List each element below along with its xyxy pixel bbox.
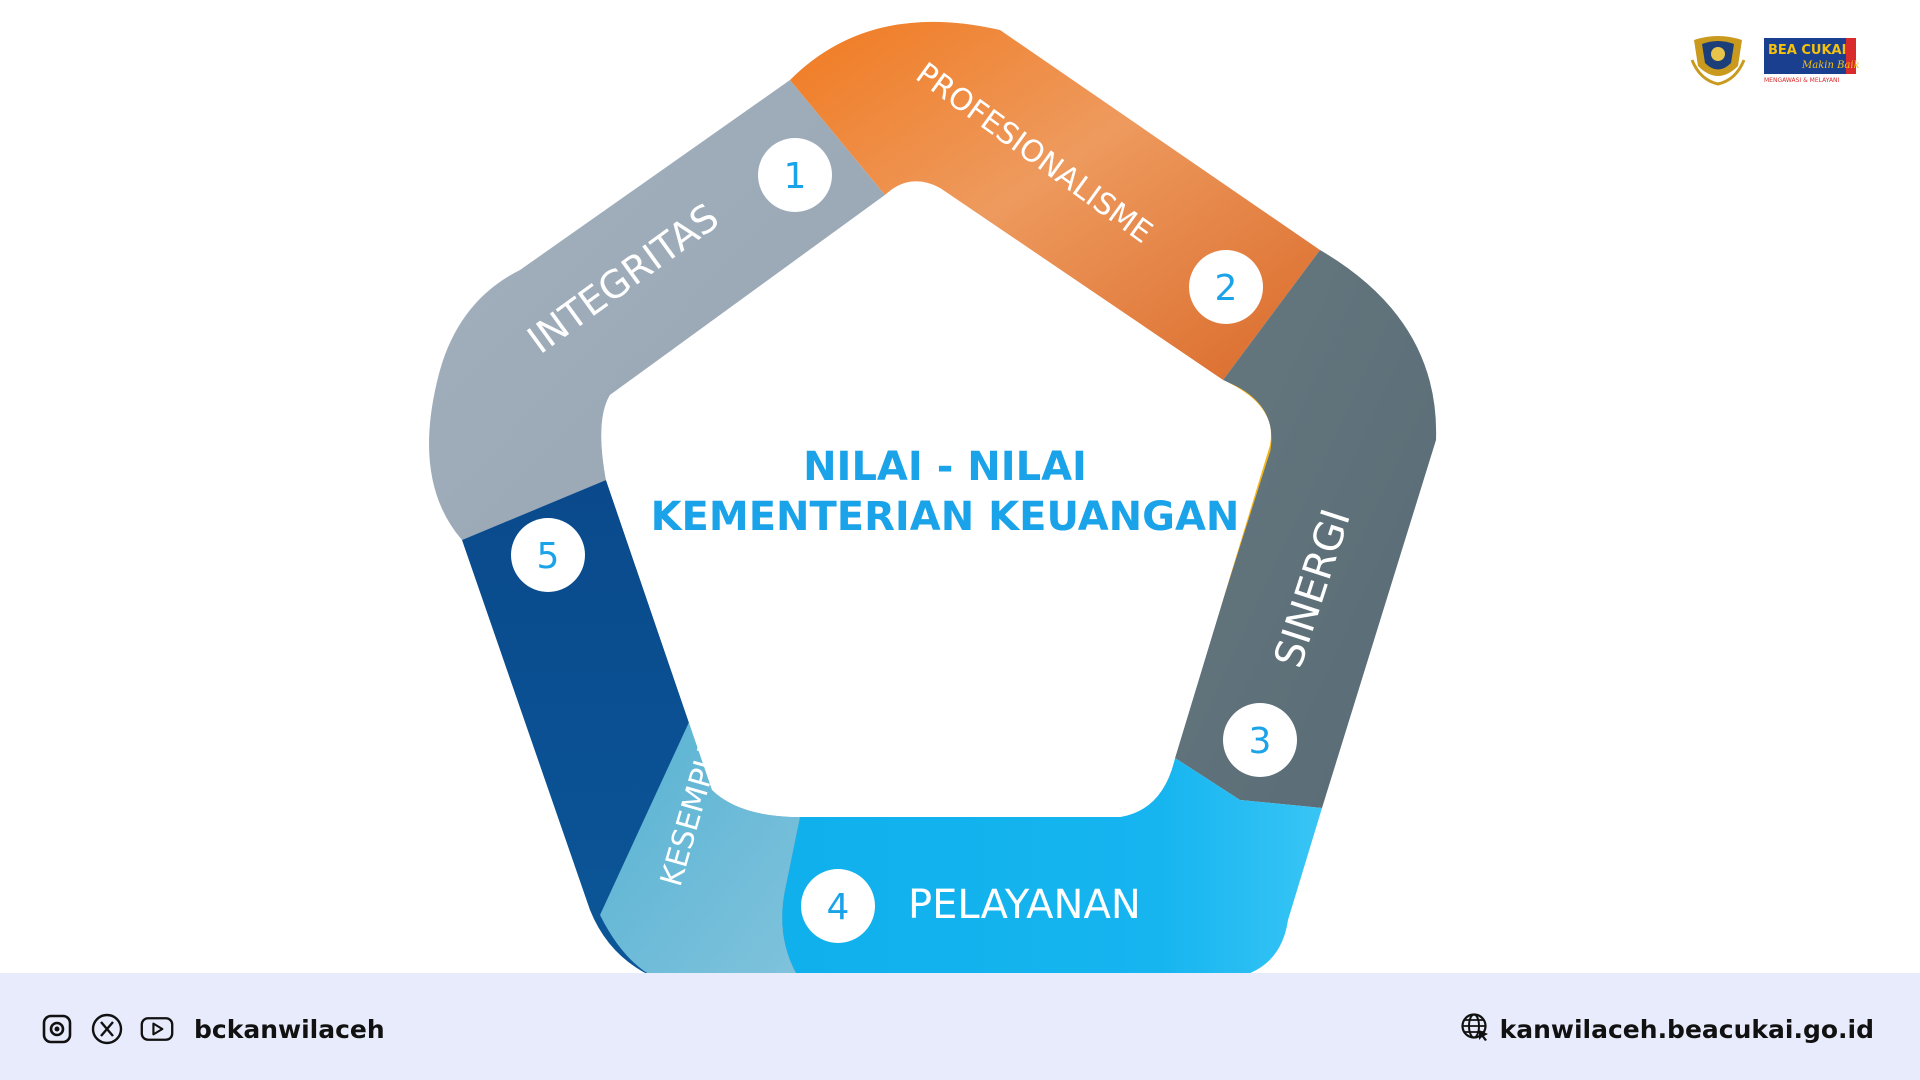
values-diagram: NILAI - NILAI KEMENTERIAN KEUANGAN 1 2 3… [429, 21, 1437, 975]
number-badge-5: 5 [511, 518, 585, 592]
svg-text:BEA CUKAI: BEA CUKAI [1768, 43, 1846, 58]
segment-sinergi [1175, 250, 1437, 808]
center-pentagon [601, 181, 1272, 817]
bea-cukai-logo: BEA CUKAI Makin Baik MENGAWASI & MELAYAN… [1764, 38, 1860, 84]
social-links: bckanwilaceh [40, 1010, 385, 1048]
globe-icon [1460, 1012, 1490, 1046]
x-icon[interactable] [90, 1012, 124, 1046]
svg-text:1: 1 [784, 156, 807, 197]
website-url[interactable]: kanwilaceh.beacukai.go.id [1499, 1014, 1874, 1044]
header-logos: BEA CUKAI Makin Baik MENGAWASI & MELAYAN… [1690, 30, 1866, 88]
svg-text:3: 3 [1249, 721, 1272, 762]
label-pelayanan: PELAYANAN [908, 882, 1141, 928]
number-badge-4: 4 [801, 869, 875, 943]
center-title-line2: KEMENTERIAN KEUANGAN [651, 494, 1240, 540]
number-badge-3: 3 [1223, 703, 1297, 777]
svg-text:MENGAWASI & MELAYANI: MENGAWASI & MELAYANI [1764, 77, 1840, 84]
footer-bar [0, 973, 1920, 1080]
svg-text:2: 2 [1215, 268, 1238, 309]
kesempurnaan-overlay [600, 720, 800, 975]
svg-text:Makin Baik: Makin Baik [1801, 60, 1860, 71]
number-badge-2: 2 [1189, 250, 1263, 324]
svg-text:4: 4 [827, 887, 850, 928]
emblem-logo [1690, 36, 1746, 86]
segment-pelayanan [782, 758, 1322, 975]
instagram-icon[interactable] [40, 1012, 74, 1046]
segment-profesionalisme [790, 21, 1320, 381]
social-handle[interactable]: bckanwilaceh [194, 1014, 385, 1044]
website-link[interactable]: kanwilaceh.beacukai.go.id [1460, 1010, 1874, 1048]
svg-text:5: 5 [537, 536, 560, 577]
center-title-line1: NILAI - NILAI [803, 444, 1087, 490]
number-badge-1: 1 [758, 138, 832, 212]
youtube-icon[interactable] [140, 1012, 174, 1046]
